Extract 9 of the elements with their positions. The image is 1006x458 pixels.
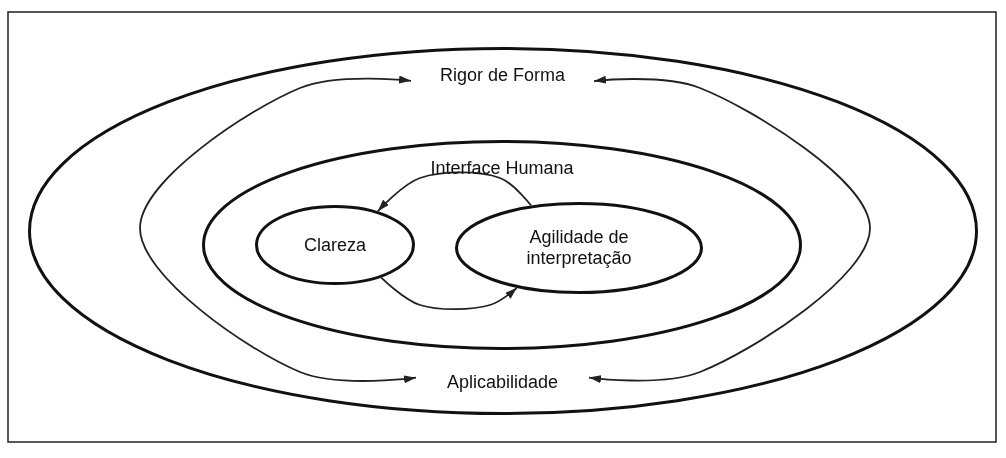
node-label: Clareza xyxy=(304,234,366,256)
ring-label: Aplicabilidade xyxy=(446,371,559,393)
curved-arrow xyxy=(588,75,871,384)
node-label: Agilidade de interpretação xyxy=(525,227,633,269)
curved-arrow xyxy=(139,75,417,384)
node-label: Interface Humana xyxy=(430,157,574,179)
ring-label: Rigor de Forma xyxy=(439,64,565,86)
curved-arrow xyxy=(376,171,532,213)
curved-arrow xyxy=(380,276,518,311)
